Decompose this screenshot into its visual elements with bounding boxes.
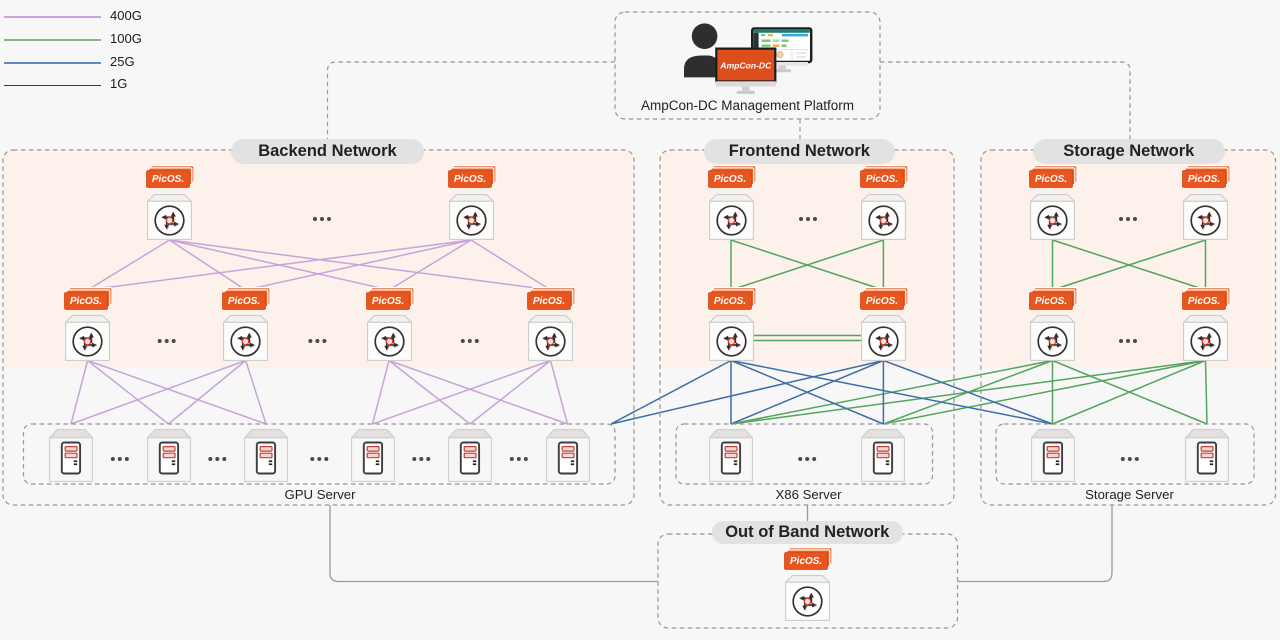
svg-text:PicOS.: PicOS. xyxy=(1035,296,1067,307)
svg-text:PicOS.: PicOS. xyxy=(713,174,745,185)
svg-text:PicOS.: PicOS. xyxy=(1188,296,1220,307)
svg-text:PicOS.: PicOS. xyxy=(228,296,260,307)
svg-text:PicOS.: PicOS. xyxy=(371,296,403,307)
svg-text:PicOS.: PicOS. xyxy=(866,296,898,307)
svg-text:PicOS.: PicOS. xyxy=(152,174,184,185)
svg-text:AmpCon-DC: AmpCon-DC xyxy=(719,61,772,71)
svg-text:PicOS.: PicOS. xyxy=(713,296,745,307)
svg-text:PicOS.: PicOS. xyxy=(1035,174,1067,185)
svg-text:PicOS.: PicOS. xyxy=(866,174,898,185)
svg-text:PicOS.: PicOS. xyxy=(1188,174,1220,185)
svg-text:PicOS.: PicOS. xyxy=(70,296,102,307)
svg-text:PicOS.: PicOS. xyxy=(533,296,565,307)
svg-text:PicOS.: PicOS. xyxy=(790,556,822,567)
svg-text:PicOS.: PicOS. xyxy=(453,174,485,185)
